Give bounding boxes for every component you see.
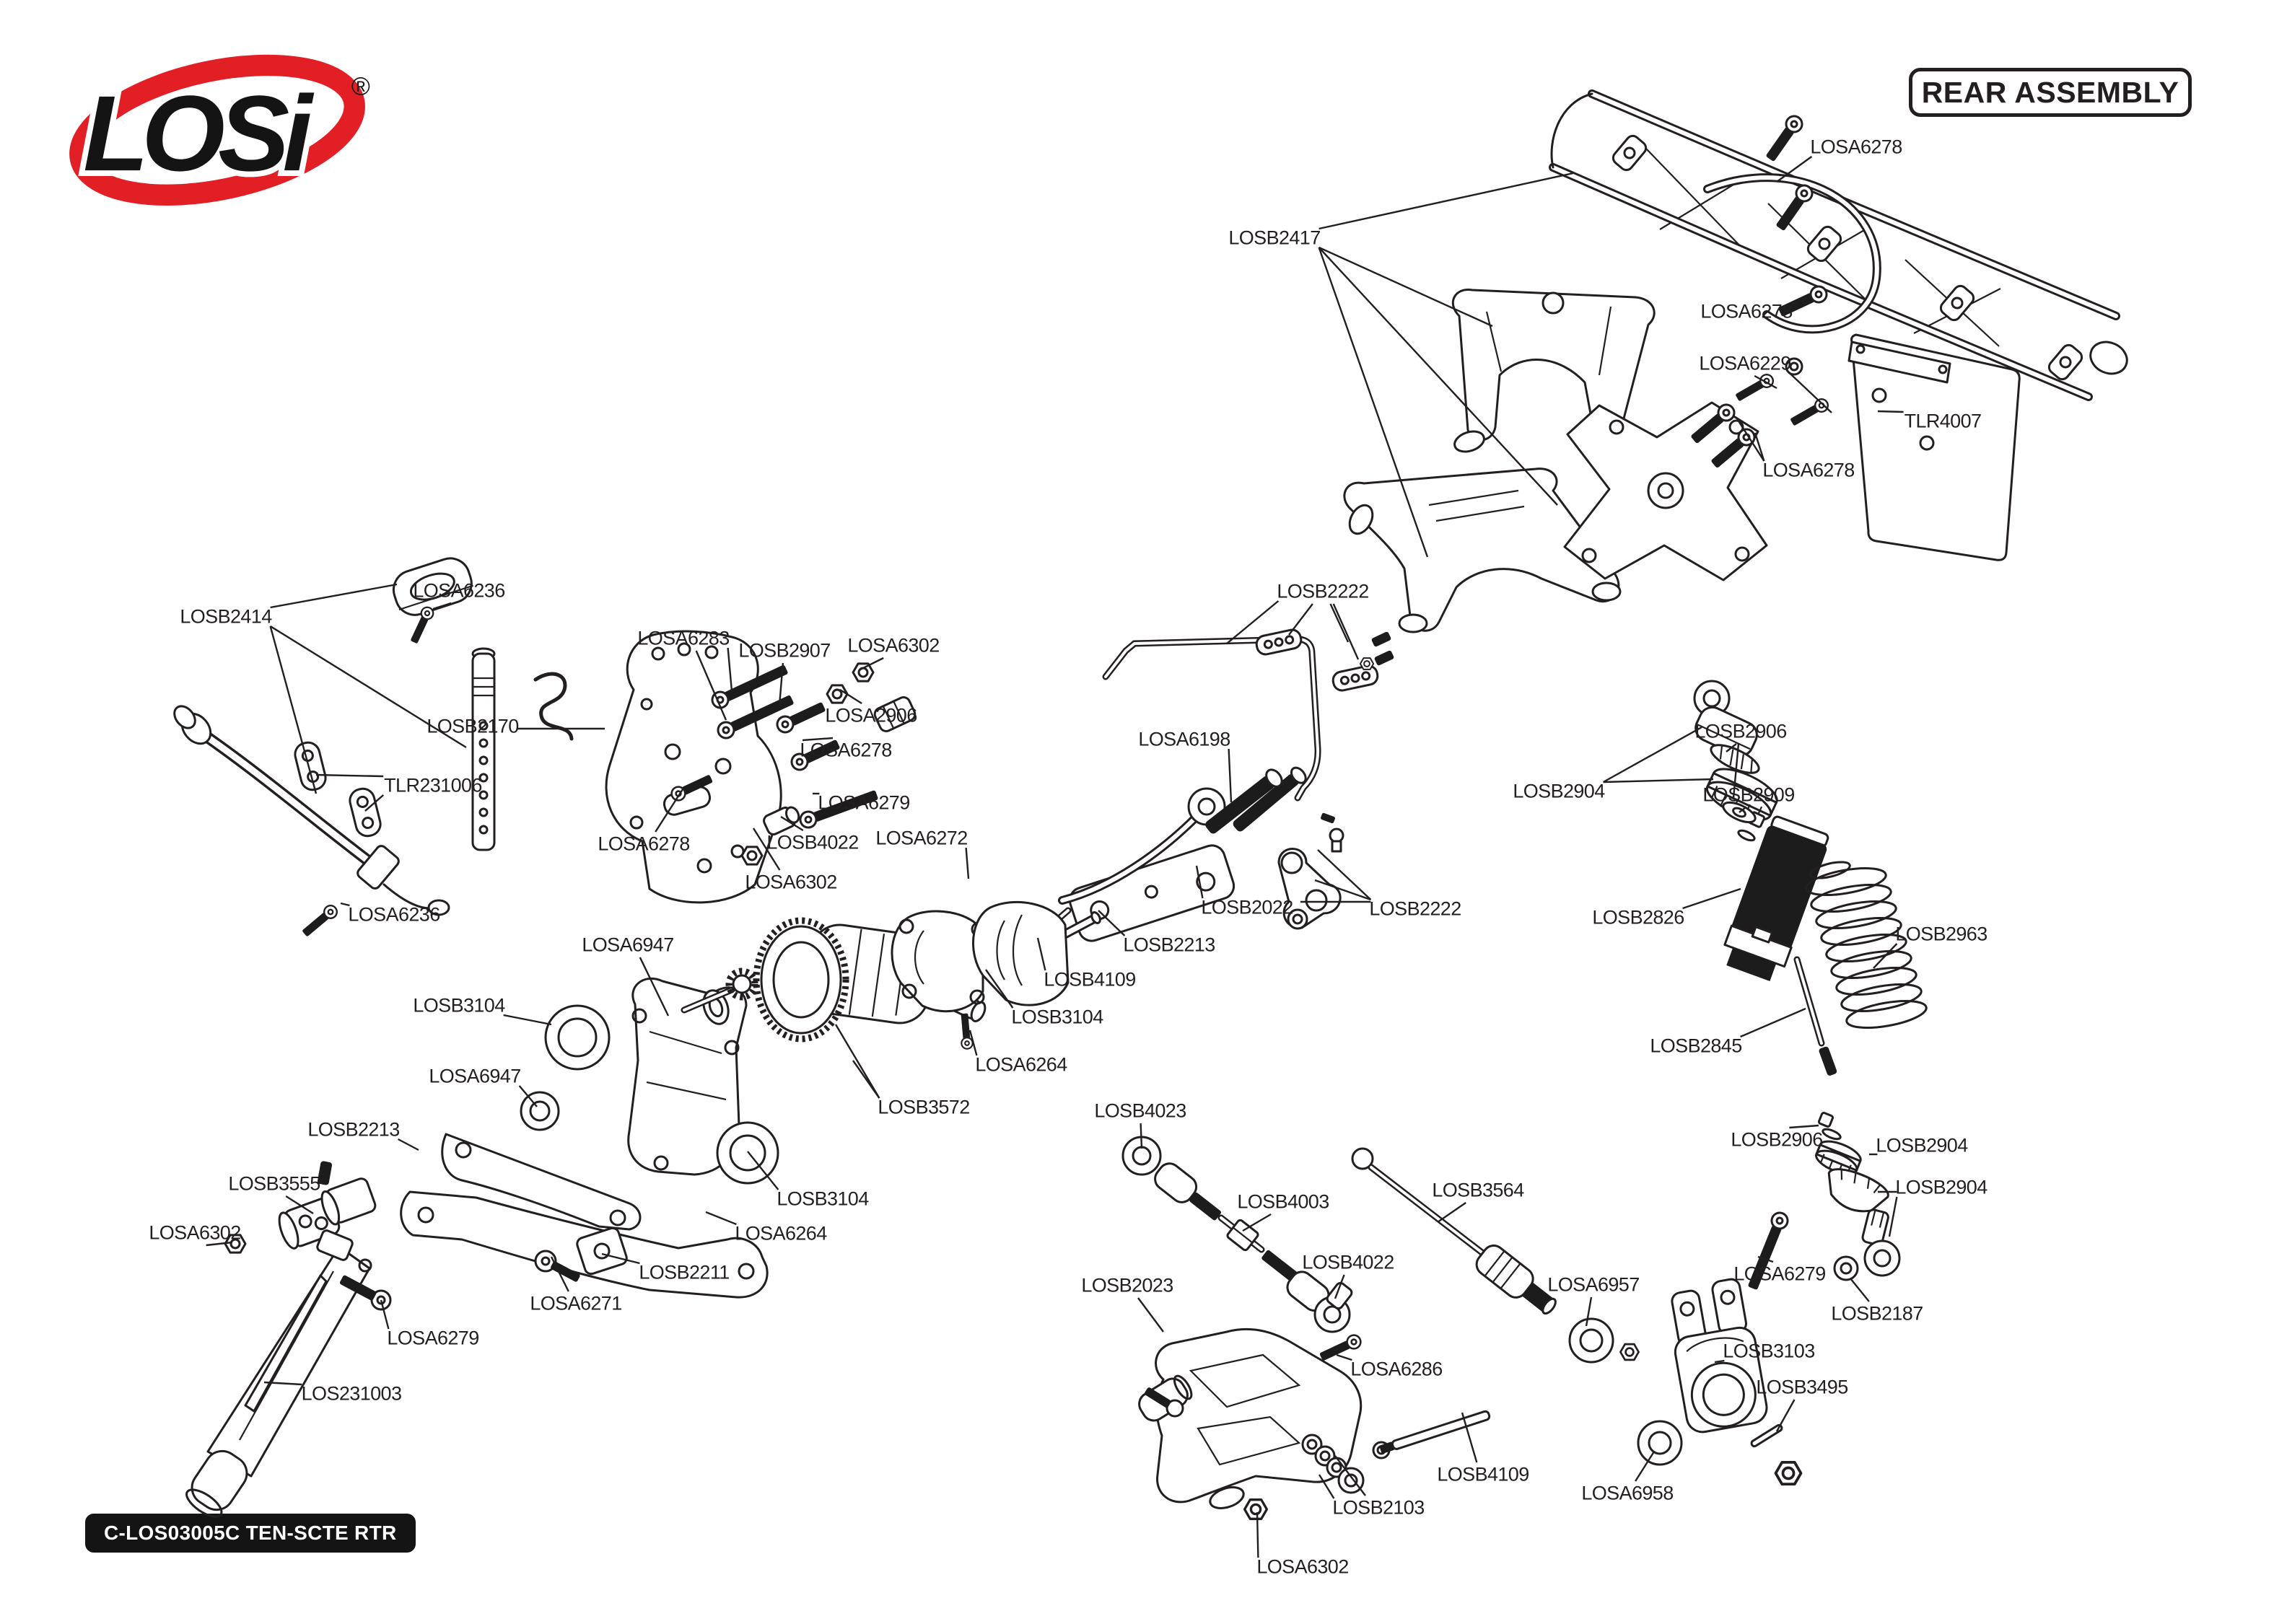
part-label: LOSB4109: [1044, 968, 1136, 991]
outer-hinge-pin: [1379, 1410, 1491, 1454]
part-label: LOSA6302: [745, 871, 837, 893]
part-label: LOSB3104: [413, 994, 505, 1017]
part-label: LOSB2906: [1731, 1128, 1823, 1151]
shock-body: [1723, 815, 1829, 981]
part-label: LOSB2187: [1831, 1302, 1923, 1325]
part-label: LOSA6957: [1547, 1273, 1640, 1296]
part-label: LOSA6264: [975, 1053, 1067, 1076]
mud-guard-plate: [1847, 333, 2021, 561]
part-label: LOSB3104: [1011, 1006, 1103, 1028]
part-label: TLR231006: [384, 774, 482, 796]
part-label: LOSB2222: [1369, 897, 1461, 920]
part-label: LOSA6947: [429, 1065, 521, 1087]
logo-registered-mark: ®: [351, 72, 370, 100]
part-label: LOSB2213: [307, 1118, 400, 1141]
part-label: LOSB2904: [1895, 1176, 1987, 1198]
part-label: LOSA6279: [818, 791, 910, 814]
gear-case-halves: [891, 900, 1070, 1050]
gearbox-diff-assembly: [520, 917, 987, 1185]
part-label: LOSA6236: [348, 903, 440, 926]
part-label: LOSB2170: [427, 715, 519, 737]
part-label: LOSA6279: [1733, 1263, 1826, 1285]
part-label: LOSB2222: [1277, 580, 1369, 602]
part-label: LOSB4023: [1094, 1100, 1186, 1122]
part-label: LOSB3555: [228, 1172, 320, 1195]
kit-id-badge: C-LOS03005C TEN-SCTE RTR: [85, 1514, 416, 1553]
leader-lines: [206, 156, 1904, 1558]
part-label: LOSA6302: [149, 1221, 241, 1244]
part-label: LOSB2414: [180, 605, 272, 628]
part-label: LOSB3495: [1756, 1376, 1848, 1398]
part-label: LOSB3564: [1432, 1179, 1524, 1201]
part-label: LOSA6264: [735, 1222, 827, 1245]
logo-swoosh: [69, 54, 365, 206]
part-label: LOSB2022: [1201, 896, 1293, 918]
part-label: LOSB2213: [1123, 934, 1215, 956]
part-label: LOSB2909: [1702, 784, 1795, 806]
part-label: LOSB2845: [1650, 1035, 1742, 1057]
part-label: LOSA6286: [1350, 1358, 1443, 1380]
shock-tower-brace-plate: [1563, 401, 1768, 581]
part-label: LOSA6278: [1762, 459, 1855, 481]
part-label: LOSB2417: [1228, 227, 1321, 249]
chassis-braces: [224, 1133, 769, 1299]
part-label: LOSA6278: [1700, 300, 1793, 322]
part-label: LOSA6236: [413, 579, 505, 602]
shock-absorber-exploded: [1693, 680, 1901, 1281]
losi-logo: LOSi ®: [69, 54, 370, 206]
part-label: LOSB2904: [1876, 1134, 1968, 1156]
body-mount-brace: [185, 1229, 392, 1518]
part-label: LOSB4022: [766, 831, 859, 853]
anti-roll-bar: [1106, 628, 1395, 798]
part-label: LOSB3572: [878, 1096, 970, 1118]
turnbuckle-linkage: [1121, 1136, 1364, 1364]
part-label: LOSA6958: [1581, 1482, 1674, 1504]
camber-link-parts: [1277, 812, 1344, 930]
part-label: LOSB2906: [1694, 720, 1787, 742]
tower-hardware-screws: [668, 660, 917, 866]
hinge-pin: [1233, 766, 1307, 832]
part-label: LOSA6283: [637, 627, 730, 649]
part-label: LOSB2103: [1332, 1496, 1425, 1519]
part-label: LOS231003: [301, 1382, 402, 1405]
part-label: LOSB3103: [1723, 1340, 1815, 1362]
part-label: LOSA6229: [1699, 352, 1791, 374]
driveshaft: [1351, 1147, 1557, 1315]
coil-spring: [1805, 861, 1928, 1030]
page-title: REAR ASSEMBLY: [1909, 68, 2192, 117]
part-label: TLR4007: [1904, 410, 1982, 432]
part-label: LOSB3104: [777, 1188, 869, 1210]
logo-wordmark: LOSi: [83, 73, 314, 193]
part-label: LOSB2023: [1081, 1274, 1173, 1296]
part-label: LOSB2963: [1895, 923, 1987, 945]
part-label: LOSB2826: [1592, 906, 1684, 929]
part-label: LOSA6947: [582, 934, 674, 956]
suspension-arm-losb2023: [1138, 1327, 1491, 1520]
sway-bar-mount-assembly: [173, 557, 574, 940]
part-label: LOSB2211: [639, 1261, 730, 1283]
part-label: LOSA6278: [800, 739, 892, 761]
part-label: LOSA6198: [1138, 728, 1230, 750]
part-label: LOSA6302: [847, 634, 940, 657]
part-label: LOSA6279: [387, 1327, 479, 1349]
hub-carrier-assembly: [1568, 1209, 1803, 1485]
part-label: LOSB4109: [1437, 1463, 1529, 1485]
part-label: LOSA6278: [598, 833, 690, 855]
part-label: LOSB4022: [1302, 1251, 1394, 1273]
shock-lower-stack: [1815, 1111, 1901, 1281]
hinge-pin-losa6198: [1205, 768, 1283, 834]
part-label: LOSB2904: [1513, 780, 1605, 802]
part-label: LOSA6302: [1256, 1555, 1349, 1578]
part-label: LOSA6278: [1810, 136, 1902, 158]
part-label: LOSB4003: [1237, 1190, 1329, 1213]
part-label: LOSB2907: [738, 639, 831, 662]
part-label: LOSA2906: [825, 704, 917, 727]
part-label: LOSA6271: [530, 1292, 622, 1314]
rear-cage-truss: [1552, 94, 2128, 397]
part-label: LOSA6272: [875, 827, 968, 849]
lower-link-arm: [1343, 468, 1622, 633]
